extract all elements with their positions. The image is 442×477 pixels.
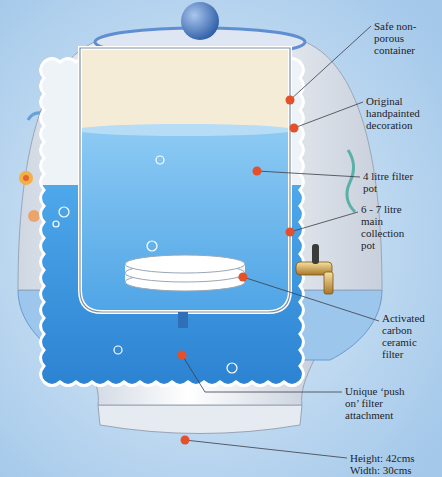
- decoration: [19, 171, 33, 185]
- callout-dot: [286, 96, 295, 105]
- lid-knob: [181, 2, 219, 40]
- leader-line: [182, 355, 342, 392]
- bubble: [53, 221, 59, 227]
- callout-dots: [178, 96, 299, 445]
- callout-label: 4 litre filter pot: [363, 170, 415, 194]
- callout-dot: [290, 124, 299, 133]
- water-surface: [75, 124, 295, 136]
- callout-dot: [239, 273, 248, 282]
- callout-label: Original handpainted decoration: [366, 95, 436, 131]
- decoration: [28, 210, 40, 222]
- callout-dot: [253, 167, 262, 176]
- callout-dot: [181, 436, 190, 445]
- leader-line: [243, 277, 379, 321]
- tap-spout: [324, 272, 333, 294]
- callout-label: Unique ‘push on’ filter attachment: [345, 385, 415, 421]
- bubble: [147, 241, 157, 251]
- filter-pot-wall: [80, 48, 290, 312]
- bubble: [156, 156, 164, 164]
- callout-label: 6 - 7 litre main collection pot: [361, 203, 419, 251]
- filter-pot: [75, 46, 295, 316]
- leader-line: [294, 102, 363, 128]
- bubbles: [53, 156, 237, 373]
- callout-label: Activated carbon ceramic filter: [382, 312, 438, 360]
- filter-disc: [125, 255, 245, 273]
- callout-dot: [178, 351, 187, 360]
- tap: [296, 244, 333, 294]
- leader-line: [257, 171, 360, 177]
- bubble: [59, 207, 69, 217]
- ceramic-filter: [125, 255, 245, 328]
- bubble: [114, 346, 122, 354]
- filter-pot-outline: [80, 48, 290, 312]
- filter-pot-air: [78, 46, 293, 316]
- pot-foot: [98, 405, 302, 434]
- callout-label: Safe non-porous container: [374, 20, 434, 56]
- pot-exterior: [18, 2, 382, 434]
- filter-pot-water: [78, 130, 293, 316]
- leader-line: [290, 26, 371, 100]
- callout-dot: [286, 228, 295, 237]
- push-on-attachment: [178, 312, 188, 328]
- leader-line: [290, 212, 358, 232]
- leader-line: [185, 440, 347, 458]
- decoration: [23, 175, 29, 181]
- bubble: [227, 363, 237, 373]
- tap-lever: [312, 244, 319, 264]
- decoration: [347, 150, 355, 212]
- callout-label: Height: 42cms Width: 30cms: [350, 452, 430, 476]
